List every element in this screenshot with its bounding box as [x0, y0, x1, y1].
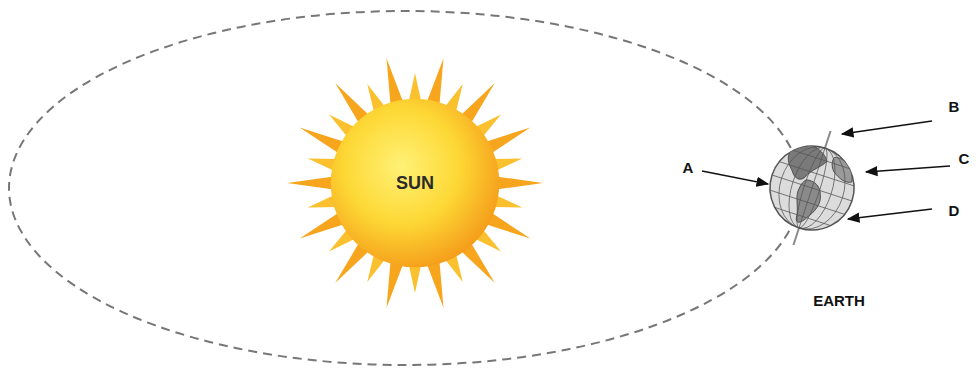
callout-letter: C	[959, 150, 970, 167]
meridian	[769, 138, 856, 238]
orbit	[9, 11, 801, 365]
meridian	[780, 142, 844, 234]
sun-ray	[493, 176, 543, 190]
leader-line	[848, 209, 932, 219]
planet-label: EARTH	[813, 292, 865, 309]
callout-letter: B	[949, 98, 960, 115]
earth-body	[759, 135, 865, 241]
leader-line	[842, 121, 932, 134]
sun-label: SUN	[396, 173, 434, 194]
earth-globe	[754, 118, 871, 258]
sun-ray	[287, 176, 337, 190]
callout-letter: D	[949, 202, 960, 219]
meridian	[799, 148, 825, 228]
globe-grid	[759, 135, 865, 241]
meridian	[791, 146, 832, 231]
continent	[828, 156, 858, 183]
sun-rays	[287, 58, 543, 308]
callout-letter: A	[683, 159, 694, 176]
leader-lines	[702, 121, 950, 219]
sun-circle: SUN	[329, 97, 501, 269]
sun-disc	[331, 99, 500, 268]
leader-line	[866, 166, 950, 172]
leader-line	[702, 171, 768, 184]
